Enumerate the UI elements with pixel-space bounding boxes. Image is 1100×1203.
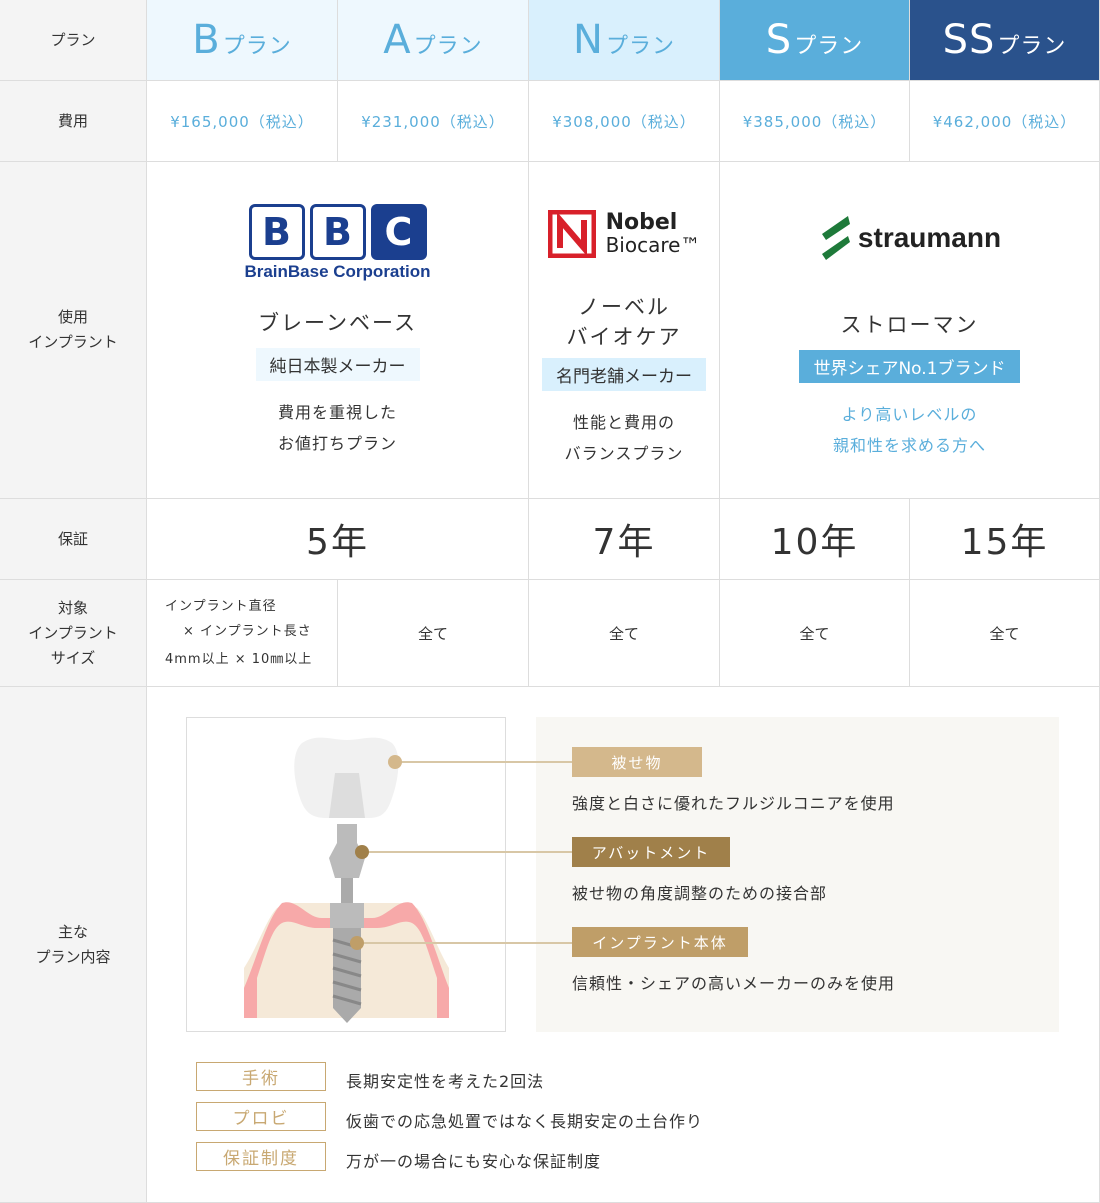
plan-header-b: Bプラン <box>147 0 338 81</box>
brand-desc: 費用を重視したお値打ちプラン <box>278 397 397 459</box>
plan-suffix: プラン <box>605 34 675 59</box>
plan-letter: S <box>765 17 793 63</box>
logo-text: BrainBase Corporation <box>244 262 431 281</box>
marker-dot <box>388 755 402 769</box>
desc-line: より高いレベルの <box>841 405 978 424</box>
desc-line: 親和性を求める方へ <box>832 436 986 455</box>
size-line: × インプラント長さ <box>183 624 312 639</box>
logo-text: Biocare™ <box>605 233 701 257</box>
size-s: 全て <box>720 580 910 687</box>
logo-text: straumann <box>857 222 1002 253</box>
plan-letter: N <box>573 17 604 63</box>
plan-header-s: Sプラン <box>720 0 910 81</box>
row-label-implant: 使用 インプラント <box>0 162 147 499</box>
plan-header-a: Aプラン <box>338 0 529 81</box>
price-s: ¥385,000（税込） <box>720 81 910 162</box>
brand-tag: 純日本製メーカー <box>255 348 420 381</box>
feature-desc-provisional: 仮歯での応急処置ではなく長期安定の土台作り <box>346 1112 704 1131</box>
warranty-s: 10年 <box>720 499 910 580</box>
price-ss: ¥462,000（税込） <box>910 81 1100 162</box>
connector-line <box>395 761 572 763</box>
brand-name: ブレーンベース <box>258 311 417 335</box>
plan-suffix: プラン <box>997 34 1067 59</box>
size-b: インプラント直径 × インプラント長さ 4mm以上 × 10㎜以上 <box>147 580 338 687</box>
straumann-mark-icon <box>821 216 850 260</box>
part-label-fixture: インプラント本体 <box>572 927 748 957</box>
row-label-warranty: 保証 <box>0 499 147 580</box>
logo-letter: B <box>309 204 366 260</box>
brainbase-logo: B B C BrainBase Corporation <box>244 204 431 282</box>
straumann-logo: straumann <box>818 214 1001 262</box>
brand-tag: 世界シェアNo.1ブランド <box>799 350 1020 383</box>
plan-letter: A <box>383 17 412 63</box>
brand-desc: より高いレベルの親和性を求める方へ <box>833 399 986 461</box>
price-n: ¥308,000（税込） <box>529 81 720 162</box>
connector-line <box>357 942 572 944</box>
implant-illustration <box>186 717 506 1032</box>
connector-line <box>362 851 572 853</box>
brand-desc: 性能と費用のバランスプラン <box>565 407 684 469</box>
desc-line: 費用を重視した <box>277 403 397 422</box>
size-line: インプラント直径 <box>165 599 277 614</box>
row-label-size: 対象 インプラント サイズ <box>0 580 147 687</box>
size-n: 全て <box>529 580 720 687</box>
plan-header-n: Nプラン <box>529 0 720 81</box>
warranty-ss: 15年 <box>910 499 1100 580</box>
brand-straumann: straumann ストローマン 世界シェアNo.1ブランド より高いレベルの親… <box>720 162 1100 499</box>
brand-name: ストローマン <box>840 313 979 337</box>
plan-header-ss: SSプラン <box>910 0 1100 81</box>
warranty-n: 7年 <box>529 499 720 580</box>
plan-letter: B <box>192 17 221 63</box>
marker-dot <box>355 845 369 859</box>
feature-desc-warranty: 万が一の場合にも安心な保証制度 <box>346 1152 602 1171</box>
nobel-mark-icon <box>547 210 596 258</box>
size-line: 4mm以上 × 10㎜以上 <box>165 652 313 667</box>
plan-letter: SS <box>942 17 996 63</box>
feature-label-surgery: 手術 <box>196 1062 326 1091</box>
size-ss: 全て <box>910 580 1100 687</box>
part-label-abutment: アバットメント <box>572 837 730 867</box>
row-label-cost: 費用 <box>0 81 147 162</box>
warranty-b-a: 5年 <box>147 499 529 580</box>
logo-text: Nobel <box>605 210 678 235</box>
name-line: ノーベル <box>578 295 670 319</box>
plan-suffix: プラン <box>222 34 292 59</box>
price-a: ¥231,000（税込） <box>338 81 529 162</box>
plan-suffix: プラン <box>794 34 864 59</box>
part-desc-fixture: 信頼性・シェアの高いメーカーのみを使用 <box>572 974 896 993</box>
plan-suffix: プラン <box>413 34 483 59</box>
brand-brainbase: B B C BrainBase Corporation ブレーンベース 純日本製… <box>147 162 529 499</box>
row-label-plan: プラン <box>0 0 147 81</box>
feature-label-provisional: プロビ <box>196 1102 326 1131</box>
row-label-content: 主な プラン内容 <box>0 687 147 1203</box>
desc-line: お値打ちプラン <box>277 434 397 453</box>
part-desc-abutment: 被せ物の角度調整のための接合部 <box>572 884 828 903</box>
implant-diagram-icon <box>244 737 449 1023</box>
logo-letter: B <box>248 204 305 260</box>
price-b: ¥165,000（税込） <box>147 81 338 162</box>
part-label-crown: 被せ物 <box>572 747 702 777</box>
brand-tag: 名門老舗メーカー <box>542 358 706 391</box>
brand-name: ノーベルバイオケア <box>567 292 682 352</box>
feature-label-warranty: 保証制度 <box>196 1142 326 1171</box>
size-a: 全て <box>338 580 529 687</box>
logo-letter: C <box>370 204 427 260</box>
name-line: バイオケア <box>566 325 682 349</box>
marker-dot <box>350 936 364 950</box>
feature-desc-surgery: 長期安定性を考えた2回法 <box>346 1072 545 1091</box>
part-desc-crown: 強度と白さに優れたフルジルコニアを使用 <box>572 794 895 813</box>
desc-line: バランスプラン <box>564 444 684 463</box>
desc-line: 性能と費用の <box>572 413 675 432</box>
